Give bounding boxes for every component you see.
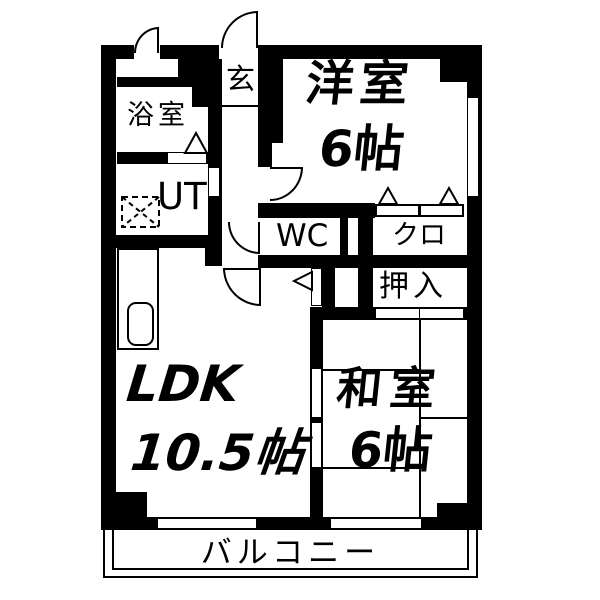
kitchen-sink <box>127 302 154 346</box>
mid-vertical-wall <box>322 266 335 311</box>
genkan-step-line <box>222 105 258 107</box>
outer-wall-top <box>101 45 482 59</box>
corridor-right-wall <box>258 59 272 167</box>
tatami-line-horizontal-1 <box>323 369 419 371</box>
door-marker-hall-left <box>291 270 313 292</box>
washitsu-sliding-door-lower <box>311 422 322 468</box>
ldk-washitsu-wall <box>310 307 323 530</box>
washitsu-sliding-door-upper <box>311 368 322 418</box>
ldk-size: 10.5帖 <box>127 424 308 482</box>
genkan-label: 玄 <box>226 62 256 96</box>
western-room-window <box>467 97 479 197</box>
corridor-corner-block <box>205 235 222 266</box>
tatami-line-horizontal-2 <box>323 467 419 469</box>
corner-block-top-right <box>440 45 482 82</box>
balcony-rail-inner <box>112 530 469 570</box>
oshiire-sliding-door-right <box>419 308 464 319</box>
ut-door <box>208 167 220 197</box>
shoe-cabinet-block <box>272 59 283 143</box>
bath-corner-block-a <box>178 57 192 87</box>
wc-top-wall <box>258 203 375 218</box>
ldk-label: LDK <box>123 355 243 413</box>
ut-label: UT <box>157 175 207 218</box>
meterbox-inner-wall <box>117 77 208 87</box>
western-room-label: 洋室 <box>303 56 417 112</box>
door-marker-closet-right <box>438 185 460 205</box>
door-marker-closet-left <box>377 185 399 205</box>
western-room-size: 6帖 <box>315 120 407 178</box>
balcony-sliding-door-washitsu <box>330 518 422 529</box>
entrance-door-gap <box>219 45 258 59</box>
balcony-sliding-door-ldk <box>157 518 257 529</box>
balcony-label: バルコニー <box>200 535 381 571</box>
door-marker-bath <box>183 130 209 154</box>
japanese-room-label: 和室 <box>334 362 446 415</box>
ldk-step-block <box>115 492 147 517</box>
outer-wall-left <box>101 45 116 530</box>
bath-label: 浴室 <box>127 100 189 131</box>
mid-horizontal-wall <box>258 255 467 268</box>
wc-label: WC <box>276 218 329 254</box>
oshiire-label: 押入 <box>379 269 447 304</box>
ut-bottom-wall <box>101 235 222 248</box>
japanese-room-size: 6帖 <box>346 422 436 479</box>
washitsu-step-block <box>437 503 467 518</box>
wc-right-wall <box>340 218 348 255</box>
tatami-line-horizontal-3 <box>419 417 467 419</box>
washing-machine-pan <box>121 196 160 228</box>
closet-label: クロ <box>392 220 446 251</box>
balcony-rail-outer <box>103 530 478 578</box>
